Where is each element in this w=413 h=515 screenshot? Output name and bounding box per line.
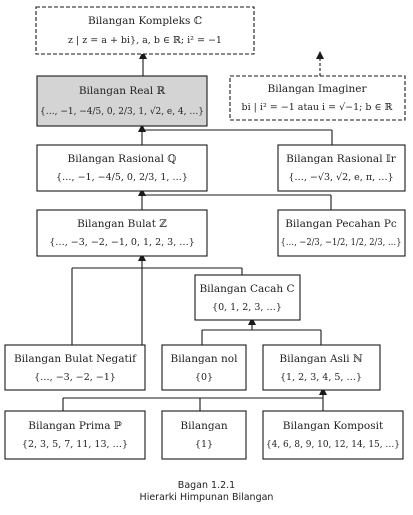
- nol-title: Bilangan nol: [171, 353, 239, 365]
- negatif-title: Bilangan Bulat Negatif: [14, 353, 137, 365]
- bulat-title: Bilangan Bulat ℤ: [77, 218, 167, 230]
- satu-title: Bilangan: [180, 420, 227, 432]
- caption-title: Hierarki Himpunan Bilangan: [139, 492, 274, 503]
- komposit-content: {4, 6, 8, 9, 10, 12, 14, 15, …}: [266, 439, 400, 450]
- box-rasional: [36, 144, 208, 192]
- satu-content: {1}: [195, 439, 213, 450]
- pecahan-title: Bilangan Pecahan Pc: [285, 218, 397, 230]
- nol-content: {0}: [195, 372, 213, 383]
- real-content: {…, −1, −4/5, 0, 2/3, 1, √2, e, 4, …}: [40, 106, 204, 117]
- kompleks-title: Bilangan Kompleks ℂ: [88, 15, 202, 27]
- caption-number: Bagan 1.2.1: [177, 480, 236, 491]
- box-imaginer: [229, 75, 406, 121]
- boxes: [4, 6, 406, 460]
- labels: Bilangan Kompleks ℂ z | z = a + bi}, a, …: [14, 15, 402, 450]
- prima-title: Bilangan Prima ℙ: [28, 420, 122, 432]
- pecahan-content: {…, −2/3, −1/2, 1/2, 2/3, …}: [281, 237, 402, 248]
- irasional-title: Bilangan Rasional 𝕀r: [286, 153, 397, 165]
- box-prima: [4, 410, 146, 460]
- box-kompleks: [35, 6, 255, 55]
- kompleks-content: z | z = a + bi}, a, b ∈ ℝ; i² = −1: [68, 35, 222, 46]
- box-bulat: [36, 209, 208, 257]
- connectors: [62, 51, 333, 411]
- box-asli: [262, 344, 381, 391]
- imaginer-content: bi | i² = −1 atau i = √−1; b ∈ ℝ: [242, 102, 393, 113]
- cacah-title: Bilangan Cacah C: [199, 283, 294, 295]
- box-nol: [161, 344, 247, 391]
- komposit-title: Bilangan Komposit: [283, 420, 384, 432]
- box-negatif: [4, 344, 146, 391]
- box-komposit: [262, 410, 404, 460]
- irasional-content: {…, −√3, √2, e, π, …}: [288, 172, 393, 183]
- imaginer-title: Bilangan Imaginer: [268, 83, 368, 95]
- cacah-content: {0, 1, 2, 3, …}: [212, 302, 282, 313]
- box-satu: [161, 410, 247, 460]
- rasional-title: Bilangan Rasional ℚ: [68, 153, 177, 165]
- box-irasional: [277, 144, 406, 192]
- box-real: [36, 75, 208, 127]
- box-pecahan: [277, 209, 406, 257]
- prima-content: {2, 3, 5, 7, 11, 13, …}: [22, 439, 128, 450]
- bulat-content: {…, −3, −2, −1, 0, 1, 2, 3, …}: [49, 237, 195, 248]
- real-title: Bilangan Real ℝ: [79, 85, 166, 97]
- negatif-content: {…, −3, −2, −1}: [34, 372, 116, 383]
- asli-title: Bilangan Asli ℕ: [279, 353, 363, 365]
- rasional-content: {…, −1, −4/5, 0, 2/3, 1, …}: [56, 172, 188, 183]
- asli-content: {1, 2, 3, 4, 5, …}: [280, 372, 362, 383]
- box-cacah: [194, 274, 301, 321]
